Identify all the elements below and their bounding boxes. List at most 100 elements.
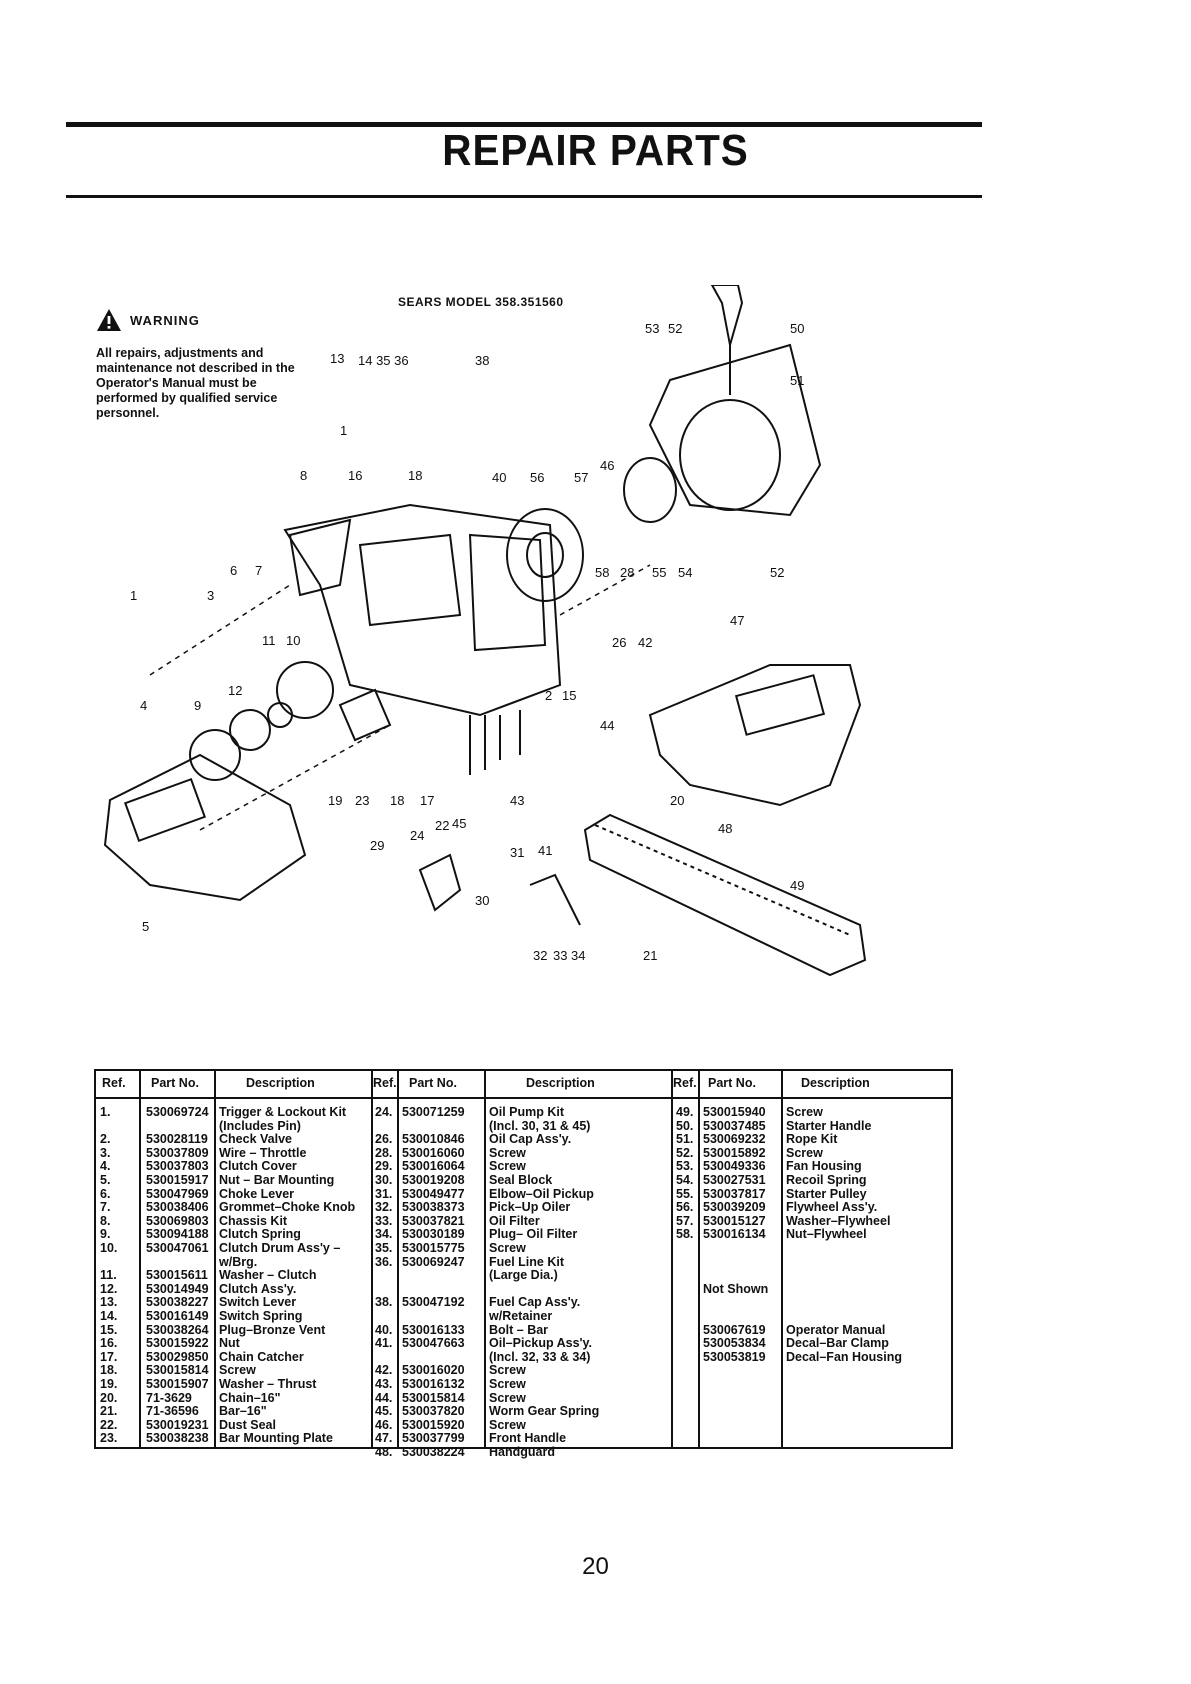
svg-text:44: 44 — [600, 718, 614, 733]
svg-text:52: 52 — [668, 321, 682, 336]
description-cell: Screw — [786, 1105, 823, 1119]
part-number-cell: 530016133 — [402, 1322, 465, 1337]
ref-cell: 48. — [375, 1445, 393, 1459]
warning-icon — [97, 309, 121, 331]
ref-cell: 24. — [375, 1105, 393, 1119]
part-number-cell: 530053834 — [703, 1336, 766, 1351]
svg-text:2: 2 — [545, 688, 552, 703]
svg-text:13: 13 — [330, 351, 344, 366]
part-number-cell: 530067619 — [703, 1322, 766, 1337]
svg-text:54: 54 — [678, 565, 692, 580]
description-cell: Screw — [489, 1159, 526, 1174]
header-desc-1: Description — [246, 1076, 315, 1090]
description-cell: Screw — [489, 1390, 526, 1405]
description-cell: Seal Block — [489, 1173, 553, 1187]
description-cell: Starter Pulley — [786, 1186, 867, 1201]
part-number-cell: 530038224 — [402, 1445, 465, 1459]
part-number-cell: 530069803 — [146, 1213, 209, 1228]
header-ref-1: Ref. — [102, 1076, 126, 1090]
description-cell: Bar Mounting Plate — [219, 1431, 333, 1446]
description-cell: Nut–Flywheel — [786, 1227, 867, 1242]
part-number-cell: 530019208 — [402, 1173, 465, 1187]
ref-cell: 54. — [676, 1173, 694, 1187]
warning-heading: WARNING — [130, 312, 200, 328]
part-number-cell: 530015611 — [146, 1268, 208, 1283]
description-cell: Screw — [489, 1377, 526, 1391]
clutch-cover-drawing — [103, 753, 307, 902]
part-number-cell: 530019231 — [146, 1417, 209, 1432]
ref-cell: 43. — [375, 1377, 393, 1391]
table-row: 530067619 Operator Manual — [96, 1322, 951, 1339]
part-number-cell: 530015814 — [402, 1390, 465, 1405]
ref-cell: 32. — [375, 1200, 393, 1215]
ref-cell: 30. — [375, 1173, 393, 1187]
part-number-cell: 530016064 — [402, 1159, 465, 1174]
part-number-cell: 530049477 — [402, 1186, 465, 1201]
svg-text:31: 31 — [510, 845, 524, 860]
ref-cell: 3. — [100, 1145, 111, 1160]
description-cell: Washer – Clutch — [219, 1268, 317, 1283]
ref-cell: 47. — [375, 1431, 393, 1446]
svg-text:30: 30 — [475, 893, 489, 908]
chassis-drawing — [283, 503, 562, 717]
header-desc-2: Description — [526, 1076, 595, 1090]
part-number-cell: 530039209 — [703, 1200, 766, 1215]
part-number-cell: 530015922 — [146, 1336, 209, 1351]
header-ref-2: Ref. — [373, 1076, 397, 1090]
part-number-cell: 530047192 — [402, 1295, 465, 1310]
svg-text:22: 22 — [435, 818, 449, 833]
table-row: (Includes Pin) — [96, 1118, 951, 1135]
part-number-cell: 530015892 — [703, 1145, 766, 1160]
part-number-cell: 71-3629 — [146, 1390, 192, 1405]
ref-cell: 15. — [100, 1322, 118, 1337]
part-number-cell: 530037799 — [402, 1431, 465, 1446]
description-cell: Operator Manual — [786, 1322, 886, 1337]
description-cell: Decal–Fan Housing — [786, 1349, 902, 1364]
svg-text:20: 20 — [670, 793, 684, 808]
description-cell: w/Brg. — [219, 1254, 258, 1269]
ref-cell: 58. — [676, 1227, 694, 1242]
ref-cell: 45. — [375, 1404, 393, 1419]
ref-cell: 18. — [100, 1363, 118, 1378]
description-cell: Oil Pump Kit — [489, 1105, 564, 1119]
svg-text:7: 7 — [255, 563, 262, 578]
ref-cell: 16. — [100, 1336, 118, 1351]
description-cell: Fuel Line Kit — [489, 1254, 564, 1269]
part-number-cell: 530015907 — [146, 1377, 209, 1391]
description-cell: Nut – Bar Mounting — [219, 1173, 335, 1187]
description-cell: Screw — [219, 1363, 256, 1378]
description-cell: Choke Lever — [219, 1186, 295, 1201]
part-number-cell: 530038227 — [146, 1295, 209, 1310]
svg-text:19: 19 — [328, 793, 342, 808]
ref-cell: 44. — [375, 1390, 393, 1405]
diagram-callouts: 13 14 35 36 38 53 52 50 51 1 8 16 18 40 … — [130, 321, 804, 963]
part-number-cell: 530038238 — [146, 1431, 209, 1446]
svg-text:28: 28 — [620, 565, 634, 580]
svg-text:52: 52 — [770, 565, 784, 580]
description-cell: Clutch Spring — [219, 1227, 301, 1242]
svg-text:32: 32 — [533, 948, 547, 963]
flywheel-drawing — [506, 508, 584, 602]
svg-text:23: 23 — [355, 793, 369, 808]
description-cell: Pick–Up Oiler — [489, 1200, 571, 1215]
part-number-cell: 530037803 — [146, 1159, 209, 1174]
ref-cell: 9. — [100, 1227, 111, 1242]
part-number-cell: 530015775 — [402, 1241, 465, 1255]
svg-text:8: 8 — [300, 468, 307, 483]
part-number-cell: 530037821 — [402, 1213, 465, 1228]
part-number-cell: 530037485 — [703, 1118, 766, 1133]
part-number-cell: 530047969 — [146, 1186, 209, 1201]
